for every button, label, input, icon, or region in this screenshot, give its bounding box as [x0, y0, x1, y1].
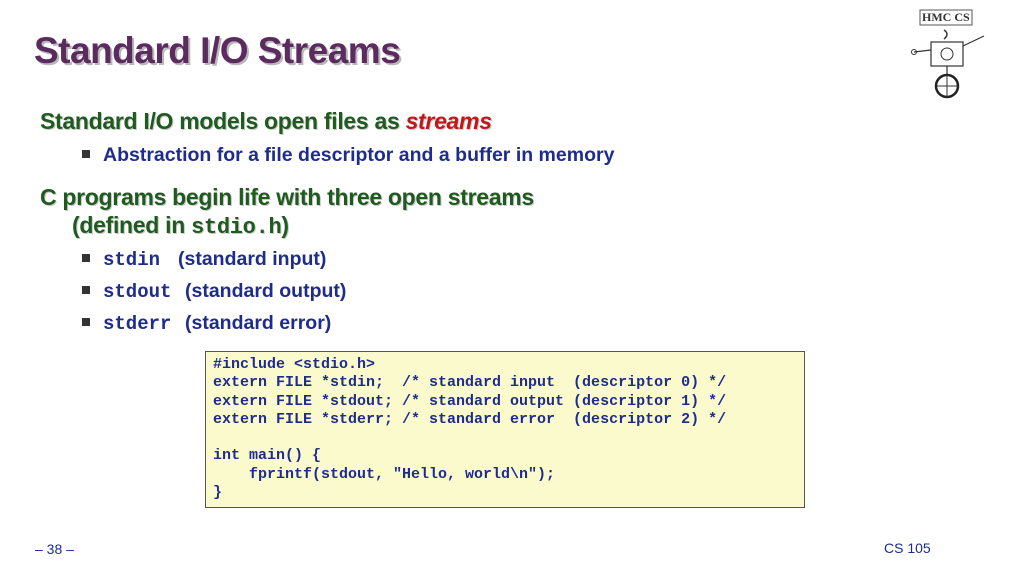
bullet-square-icon — [82, 149, 90, 158]
code-line — [213, 429, 804, 447]
stream-name: stdout — [103, 281, 172, 303]
stream-item-stderr: stderr (standard error) — [82, 312, 331, 335]
stream-name: stderr — [103, 313, 172, 335]
bullet-square-icon — [82, 253, 90, 262]
code-line: fprintf(stdout, "Hello, world\n"); — [213, 465, 556, 483]
stream-desc: (standard output) — [185, 280, 347, 302]
code-line: #include <stdio.h> — [213, 356, 376, 373]
code-line: } — [213, 484, 223, 502]
stream-item-stdout: stdout (standard output) — [82, 280, 346, 303]
code-line: extern FILE *stdout; /* standard output … — [213, 392, 727, 410]
code-line: extern FILE *stdin; /* standard input (d… — [213, 374, 727, 392]
stream-item-stdin: stdin (standard input) — [82, 248, 326, 271]
sub-bullet-abstraction-text: Abstraction for a file descriptor and a … — [103, 144, 615, 166]
stdio-h-code: stdio.h — [191, 215, 282, 240]
code-line: extern FILE *stderr; /* standard error (… — [213, 410, 727, 428]
bullet-three-streams-line2: (defined in stdio.h) — [72, 212, 289, 240]
bullet-streams: Standard I/O models open files as stream… — [40, 108, 492, 135]
streams-emphasis: streams — [405, 108, 492, 134]
defined-in-prefix: (defined in — [72, 212, 192, 238]
defined-in-suffix: ) — [281, 212, 289, 238]
course-label: CS 105 — [884, 540, 931, 556]
code-line: int main() { — [213, 447, 322, 465]
code-block: #include <stdio.h> extern FILE *stdin; /… — [205, 351, 805, 508]
slide-title: Standard I/O Streams — [34, 30, 401, 71]
hmc-cs-logo: HMC CS — [911, 9, 985, 99]
bullet-square-icon — [82, 317, 90, 326]
page-number: – 38 – — [35, 541, 74, 557]
stream-name: stdin — [103, 249, 161, 271]
bullet-three-streams: C programs begin life with three open st… — [40, 184, 534, 211]
bullet-three-streams-line1: C programs begin life with three open st… — [40, 184, 534, 210]
bullet-square-icon — [82, 285, 90, 294]
sub-bullet-abstraction: Abstraction for a file descriptor and a … — [82, 144, 614, 167]
stream-desc: (standard input) — [178, 248, 327, 270]
stream-desc: (standard error) — [185, 312, 332, 334]
logo-lettering: HMC CS — [922, 10, 970, 24]
bullet-streams-text: Standard I/O models open files as — [40, 108, 406, 134]
